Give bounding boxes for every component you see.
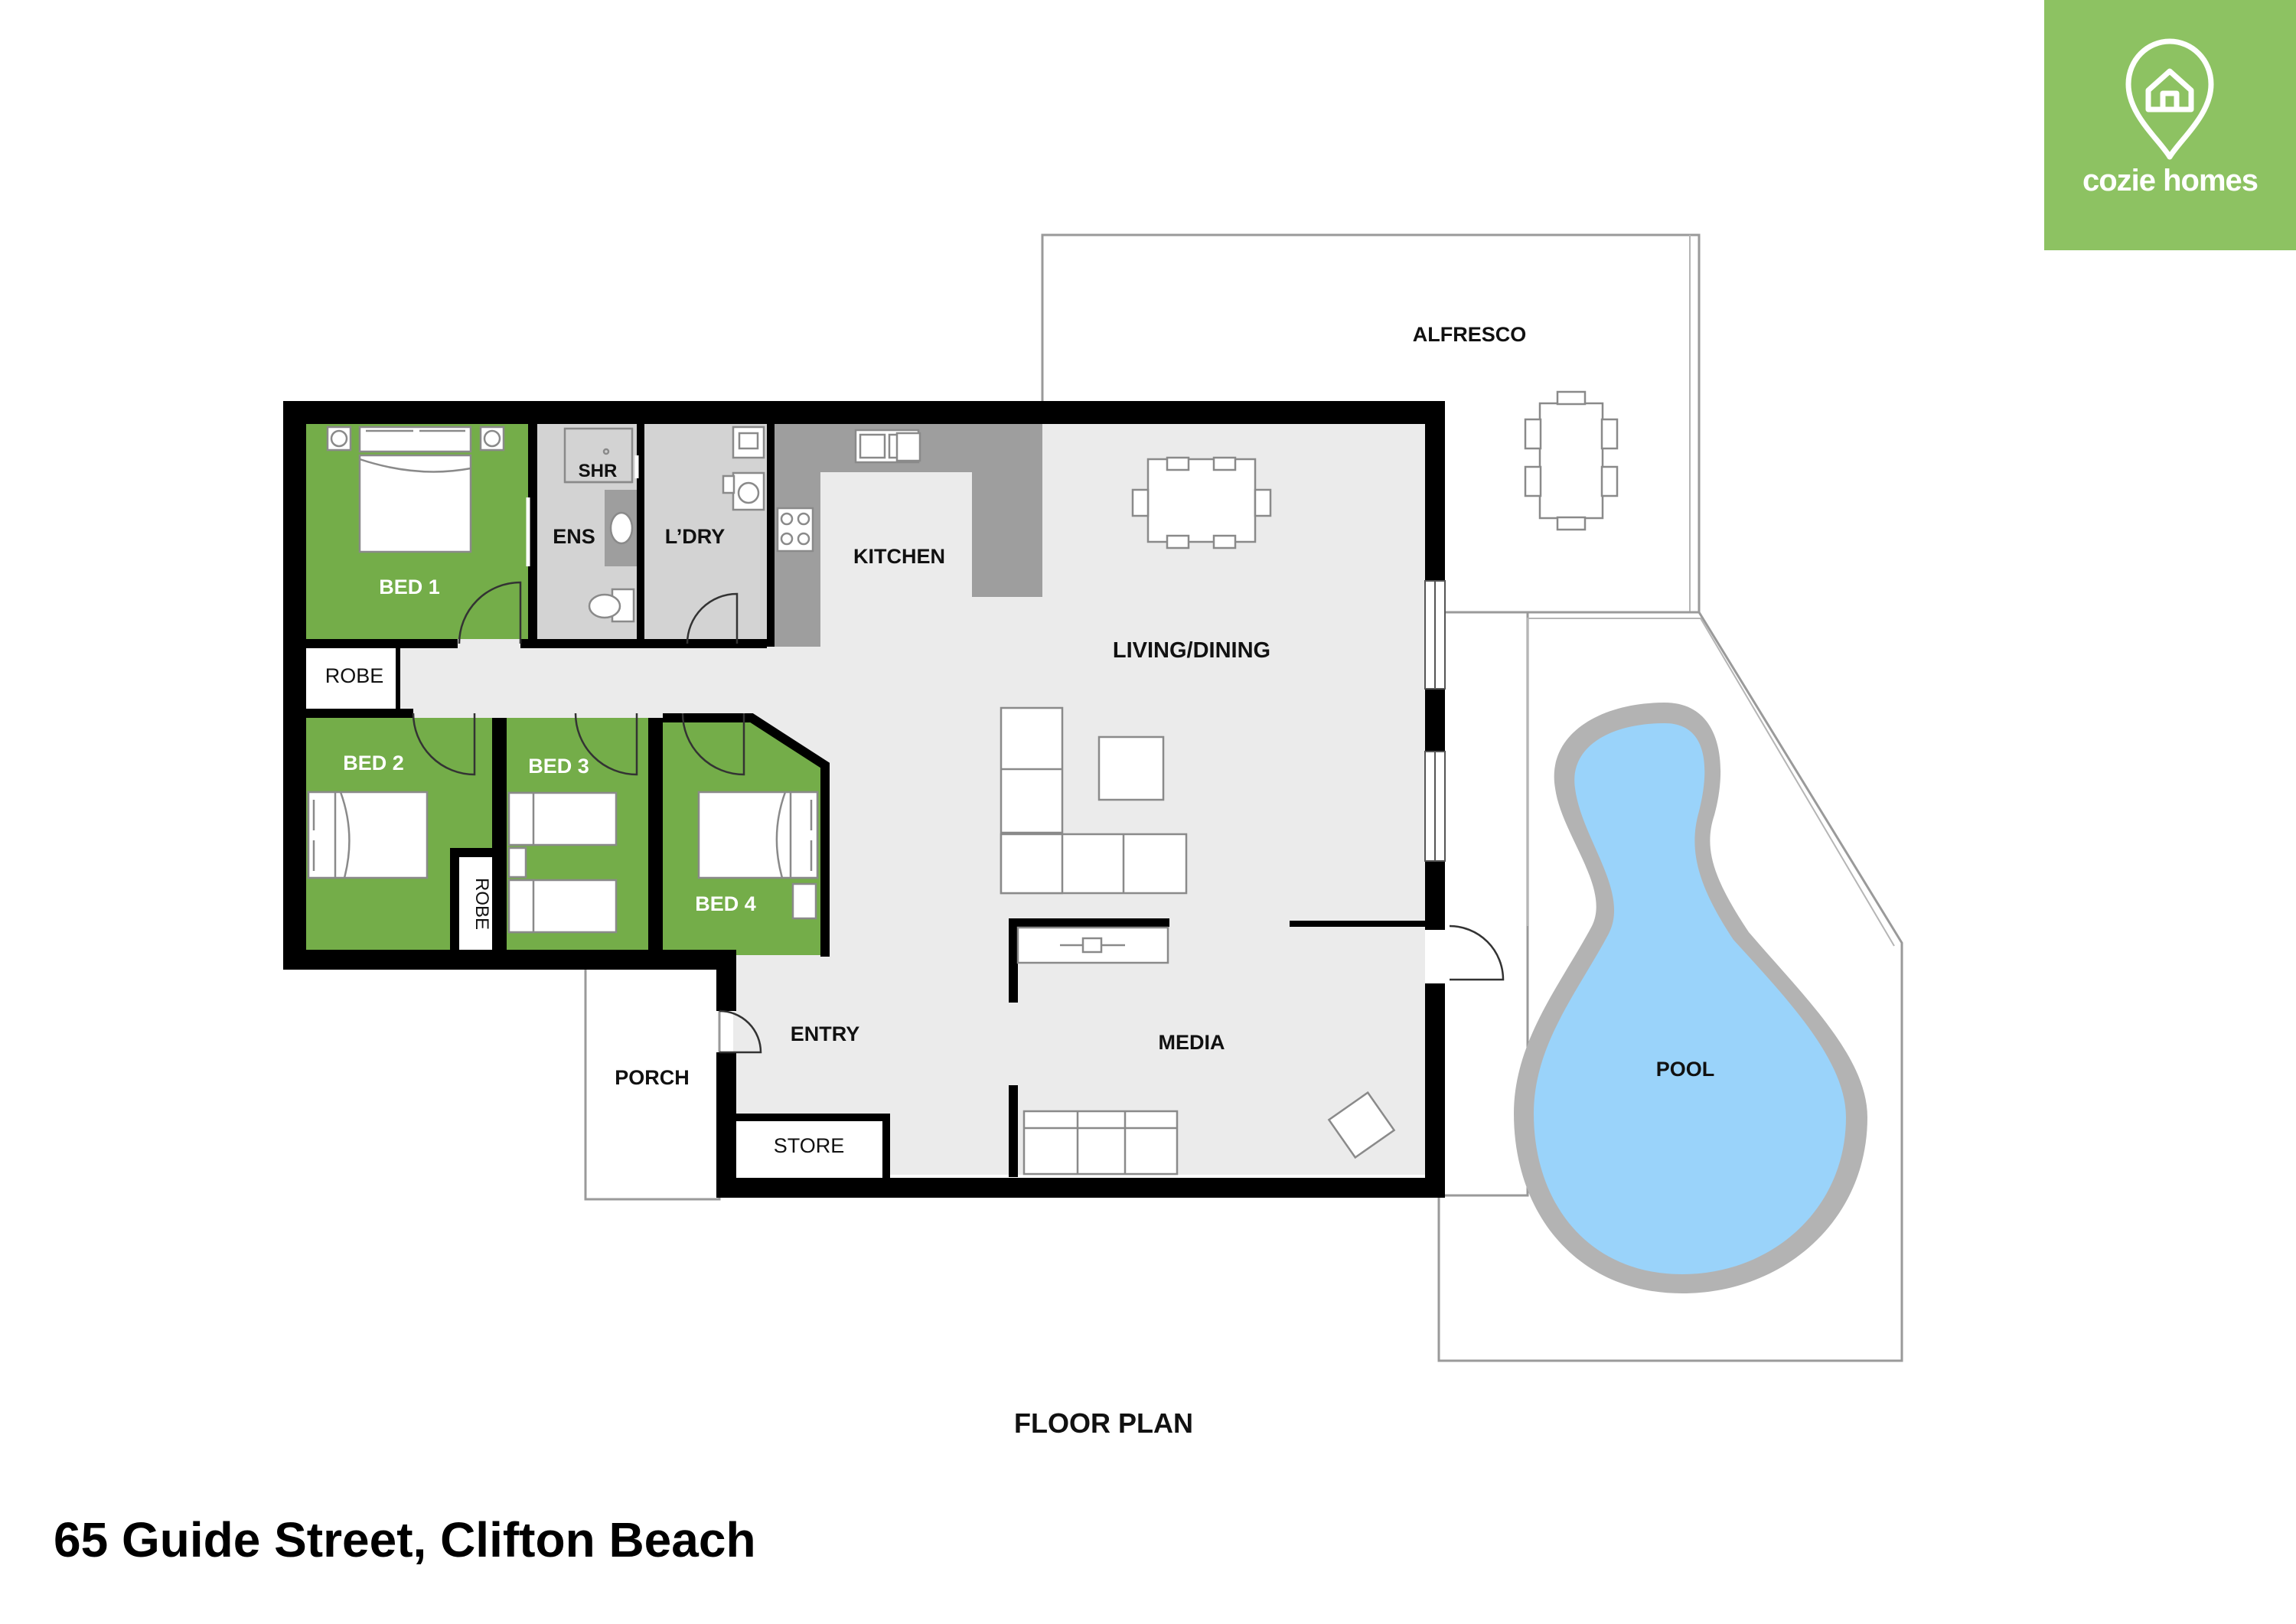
- kitchen-fixtures: [776, 429, 921, 553]
- pool-water: [1534, 723, 1846, 1274]
- bed1-label: BED 1: [379, 576, 440, 598]
- property-address: 65 Guide Street, Clifton Beach: [54, 1512, 756, 1567]
- ens-label: ENS: [553, 525, 595, 548]
- alfresco-label: ALFRESCO: [1413, 323, 1527, 346]
- robe-side-label: ROBE: [471, 878, 492, 930]
- robe-side-room: [459, 857, 494, 951]
- bed4-label: BED 4: [695, 892, 756, 915]
- robe-top-room: [305, 648, 398, 709]
- laundry-fixtures: [722, 426, 765, 511]
- store-room: [733, 1121, 882, 1175]
- bed3-label: BED 3: [528, 755, 589, 778]
- alfresco-dining: [1524, 390, 1619, 531]
- entry-label: ENTRY: [791, 1022, 860, 1045]
- house-location-pin-icon: [2125, 38, 2214, 160]
- bed4-furniture: [697, 791, 819, 920]
- shr-label: SHR: [579, 461, 618, 481]
- plan-title: FLOOR PLAN: [1014, 1407, 1193, 1439]
- ldry-label: L’DRY: [665, 525, 726, 548]
- walls: [283, 401, 1445, 1198]
- living-dining-label: LIVING/DINING: [1113, 638, 1270, 663]
- doors: [412, 455, 1505, 1054]
- kitchen-bench: [775, 423, 1042, 647]
- windows: [1424, 580, 1446, 862]
- media-label: MEDIA: [1159, 1031, 1225, 1054]
- bed3-furniture: [507, 791, 618, 934]
- robe-top-label: ROBE: [325, 664, 384, 687]
- lounge-set: [1000, 706, 1188, 895]
- ensuite-fixtures: [563, 427, 637, 623]
- bed4-angled-wall: [663, 713, 830, 957]
- bed2-furniture: [307, 791, 429, 879]
- brand-logo: [2044, 0, 2296, 250]
- media-furniture: [1016, 926, 1396, 1176]
- ldry-room: [644, 423, 767, 639]
- pool-fence: [1527, 618, 1895, 947]
- bed2-label: BED 2: [343, 752, 404, 774]
- porch-label: PORCH: [615, 1066, 690, 1089]
- kitchen-label: KITCHEN: [853, 545, 945, 568]
- store-label: STORE: [774, 1134, 845, 1157]
- pool-label: POOL: [1656, 1058, 1715, 1081]
- bed1-furniture: [326, 426, 505, 553]
- dining-set: [1131, 456, 1272, 549]
- brand-name: cozie homes: [2082, 164, 2258, 197]
